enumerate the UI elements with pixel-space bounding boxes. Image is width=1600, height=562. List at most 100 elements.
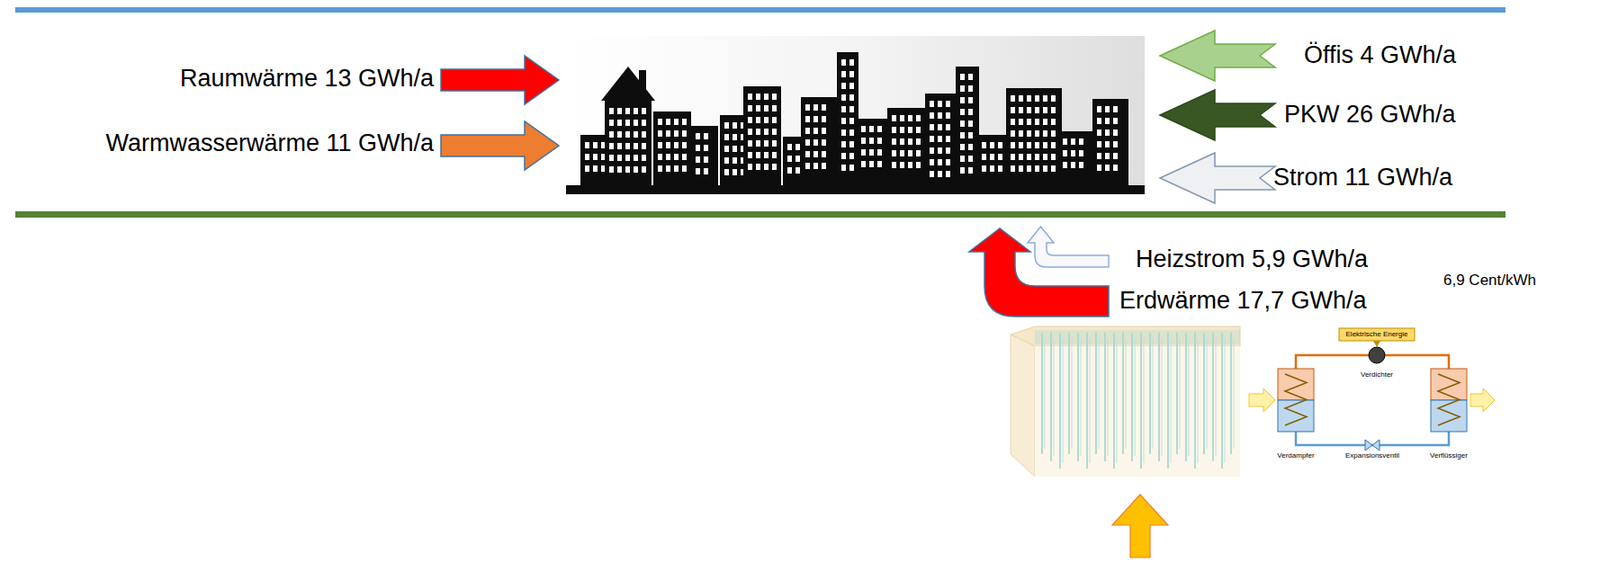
window	[584, 142, 590, 149]
window	[772, 105, 777, 112]
window	[968, 167, 973, 174]
window	[849, 129, 854, 136]
window	[1096, 129, 1102, 136]
window	[1070, 150, 1076, 157]
window	[633, 166, 639, 173]
window	[1042, 165, 1048, 172]
building	[977, 134, 1008, 187]
window	[1018, 118, 1024, 126]
window	[869, 149, 874, 156]
probe	[1149, 332, 1151, 455]
window	[764, 116, 769, 124]
window	[1096, 164, 1102, 171]
heat-output-arrow	[1470, 388, 1495, 413]
window	[821, 162, 827, 170]
window	[981, 165, 987, 172]
window	[787, 167, 792, 174]
window	[625, 154, 630, 162]
window	[674, 142, 679, 149]
window	[641, 143, 647, 150]
window	[960, 167, 965, 174]
window	[657, 118, 663, 126]
window	[821, 104, 827, 111]
flow-label: PKW 26 GWh/a	[1284, 100, 1457, 129]
window	[929, 159, 935, 166]
header-pipe	[1034, 336, 1241, 338]
energy-source-arrow	[1112, 494, 1169, 558]
heating-power-arrow	[1027, 226, 1109, 268]
window	[772, 93, 777, 100]
window	[724, 157, 729, 164]
window	[1026, 153, 1032, 161]
window	[625, 166, 630, 173]
window	[891, 150, 897, 157]
window	[891, 161, 897, 169]
window	[1105, 152, 1110, 160]
window	[732, 157, 738, 164]
probe	[1197, 338, 1199, 464]
window	[657, 153, 663, 161]
window	[849, 59, 854, 66]
header-pipe	[1034, 338, 1241, 340]
window	[821, 116, 827, 123]
window	[916, 138, 921, 145]
window	[968, 143, 973, 151]
probe	[1152, 338, 1154, 450]
window	[1018, 142, 1024, 149]
window	[849, 82, 854, 90]
window	[937, 159, 943, 166]
window	[877, 125, 882, 133]
building	[653, 111, 692, 187]
window	[617, 119, 622, 126]
window	[764, 93, 769, 100]
window	[849, 106, 854, 113]
probe	[1041, 332, 1043, 455]
window	[1070, 138, 1076, 145]
window	[772, 152, 777, 159]
evaporator-cold-half	[1277, 400, 1314, 432]
window	[1051, 107, 1056, 114]
window	[1105, 129, 1110, 136]
window	[937, 170, 943, 178]
window	[1026, 107, 1032, 114]
window	[929, 100, 935, 108]
probe	[1059, 332, 1061, 469]
window	[997, 142, 1003, 149]
probe	[1140, 332, 1142, 469]
window	[997, 165, 1003, 172]
window	[772, 116, 777, 124]
window	[641, 107, 647, 115]
window	[682, 130, 687, 137]
window	[657, 165, 663, 172]
probe	[1185, 332, 1187, 462]
boundary-line	[15, 211, 1506, 218]
probe	[1161, 338, 1163, 457]
window	[945, 159, 951, 166]
window	[1113, 164, 1118, 171]
window	[1051, 165, 1056, 172]
probe	[1188, 338, 1190, 457]
window	[1105, 106, 1110, 113]
probe	[1086, 332, 1088, 469]
window	[841, 164, 846, 171]
window	[1010, 95, 1016, 102]
window	[981, 153, 987, 161]
window	[747, 128, 753, 135]
probe	[1224, 338, 1226, 464]
window	[813, 162, 818, 170]
window	[813, 116, 818, 123]
window	[907, 126, 913, 134]
window	[617, 107, 622, 115]
probe	[1131, 332, 1133, 462]
window	[665, 142, 671, 149]
window	[849, 117, 854, 125]
window	[877, 161, 882, 168]
probe	[1233, 338, 1235, 450]
window	[861, 149, 866, 156]
probe	[1113, 332, 1115, 469]
window	[747, 105, 753, 112]
window	[989, 142, 995, 149]
window	[1026, 165, 1032, 172]
window	[841, 106, 846, 113]
ground-bar	[566, 185, 1145, 195]
